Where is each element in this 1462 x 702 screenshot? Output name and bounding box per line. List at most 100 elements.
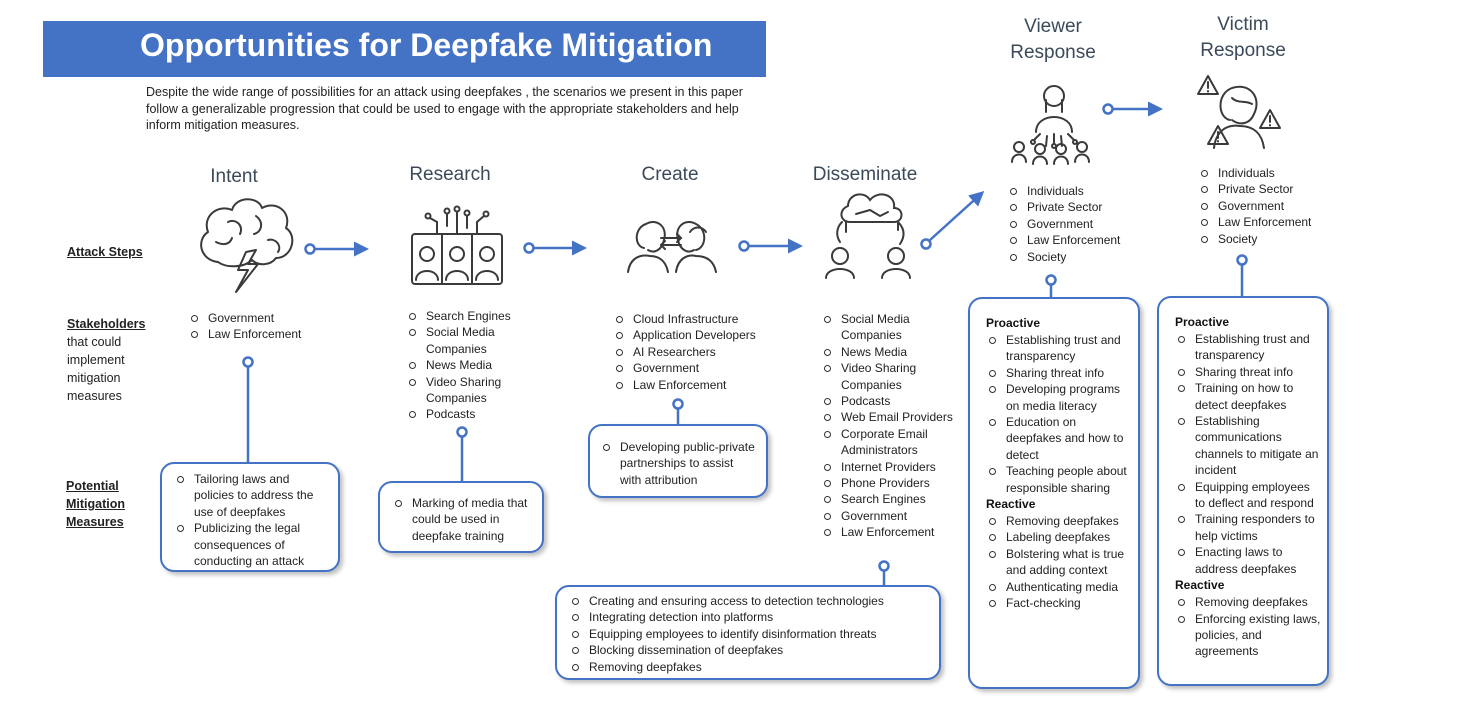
list-item: News Media bbox=[821, 344, 971, 360]
list-item: Web Email Providers bbox=[821, 409, 971, 425]
viewer-mitigation-box: Proactive Establishing trust and transpa… bbox=[968, 297, 1140, 689]
list-item: Blocking dissemination of deepfakes bbox=[569, 642, 931, 658]
mitigation-label-line1: Potential bbox=[66, 479, 119, 493]
page-title: Opportunities for Deepfake Mitigation bbox=[140, 27, 713, 63]
list-item: Private Sector bbox=[1007, 199, 1147, 215]
person-warning-icon bbox=[1197, 75, 1281, 149]
mitigation-label-line3: Measures bbox=[66, 515, 124, 529]
stage-disseminate-title: Disseminate bbox=[812, 164, 918, 185]
research-measure-list: Marking of media that could be used in d… bbox=[392, 495, 534, 544]
intro-text: Despite the wide range of possibilities … bbox=[146, 85, 743, 132]
list-item: Corporate Email Administrators bbox=[821, 426, 971, 459]
list-item: Establishing trust and transparency bbox=[986, 332, 1132, 365]
list-item: AI Researchers bbox=[613, 344, 783, 360]
list-item: Training responders to help victims bbox=[1175, 511, 1321, 544]
row-label-attack-steps: Attack Steps bbox=[67, 243, 143, 261]
list-item: Creating and ensuring access to detectio… bbox=[569, 593, 931, 609]
row-label-stakeholders: Stakeholders that could implement mitiga… bbox=[67, 315, 157, 405]
flow-arrows bbox=[304, 101, 1163, 257]
research-mitigation-box: Marking of media that could be used in d… bbox=[378, 481, 544, 553]
stage-research-title: Research bbox=[409, 164, 491, 185]
list-item: Government bbox=[821, 508, 971, 524]
viewer-proactive-list: Establishing trust and transparency Shar… bbox=[986, 332, 1132, 496]
list-item: Podcasts bbox=[406, 406, 536, 422]
list-item: Individuals bbox=[1198, 165, 1338, 181]
face-swap-icon bbox=[627, 221, 717, 273]
list-item: Video Sharing Companies bbox=[821, 360, 971, 393]
box-connectors bbox=[242, 254, 1248, 585]
stage-viewer-title: Viewer Response bbox=[1010, 16, 1096, 63]
viewer-stakeholder-list: Individuals Private Sector Government La… bbox=[1007, 183, 1147, 265]
list-item: Education on deepfakes and how to detect bbox=[986, 414, 1132, 463]
victim-proactive-heading: Proactive bbox=[1175, 315, 1230, 329]
viewer-proactive-heading: Proactive bbox=[986, 316, 1041, 330]
list-item: Search Engines bbox=[821, 491, 971, 507]
list-item: Marking of media that could be used in d… bbox=[392, 495, 534, 544]
list-item: Podcasts bbox=[821, 393, 971, 409]
list-item: Law Enforcement bbox=[821, 524, 971, 540]
list-item: Individuals bbox=[1007, 183, 1147, 199]
list-item: Government bbox=[1007, 216, 1147, 232]
list-item: Removing deepfakes bbox=[986, 513, 1132, 529]
list-item: Phone Providers bbox=[821, 475, 971, 491]
list-item: Government bbox=[613, 360, 783, 376]
create-measure-list: Developing public-private partnerships t… bbox=[600, 439, 758, 488]
mitigation-label-line2: Mitigation bbox=[66, 497, 126, 511]
stakeholders-label-rest: that could implement mitigation measures bbox=[67, 335, 125, 403]
victim-reactive-heading: Reactive bbox=[1175, 578, 1225, 593]
list-item: Tailoring laws and policies to address t… bbox=[174, 471, 330, 520]
title-banner bbox=[43, 21, 766, 77]
intent-mitigation-box: Tailoring laws and policies to address t… bbox=[160, 462, 340, 572]
list-item: Society bbox=[1198, 231, 1338, 247]
list-item: Publicizing the legal consequences of co… bbox=[174, 520, 330, 569]
list-item: Sharing threat info bbox=[986, 365, 1132, 381]
disseminate-measure-list: Creating and ensuring access to detectio… bbox=[569, 593, 931, 675]
audience-icon bbox=[1011, 85, 1090, 165]
brain-lightning-icon bbox=[200, 198, 294, 293]
disseminate-stakeholder-list: Social Media Companies News Media Video … bbox=[821, 311, 971, 541]
list-item: Enforcing existing laws, policies, and a… bbox=[1175, 611, 1321, 660]
stage-victim-title: Victim Response bbox=[1200, 14, 1286, 61]
stage-create-title: Create bbox=[641, 164, 699, 185]
list-item: News Media bbox=[406, 357, 536, 373]
victim-proactive-list: Establishing trust and transparency Shar… bbox=[1175, 331, 1321, 577]
list-item: Application Developers bbox=[613, 327, 783, 343]
list-item: Labeling deepfakes bbox=[986, 529, 1132, 545]
stakeholders-label: Stakeholders bbox=[67, 317, 146, 331]
list-item: Fact-checking bbox=[986, 595, 1132, 611]
list-item: Government bbox=[1198, 198, 1338, 214]
list-item: Removing deepfakes bbox=[1175, 594, 1321, 610]
list-item: Establishing communications channels to … bbox=[1175, 413, 1321, 479]
list-item: Social Media Companies bbox=[821, 311, 971, 344]
list-item: Society bbox=[1007, 249, 1147, 265]
stage-intent-title: Intent bbox=[210, 166, 258, 187]
list-item: Internet Providers bbox=[821, 459, 971, 475]
list-item: Private Sector bbox=[1198, 181, 1338, 197]
cloud-share-icon bbox=[825, 193, 911, 279]
attack-steps-label: Attack Steps bbox=[67, 245, 143, 259]
list-item: Establishing trust and transparency bbox=[1175, 331, 1321, 364]
list-item: Search Engines bbox=[406, 308, 536, 324]
list-item: Law Enforcement bbox=[1198, 214, 1338, 230]
list-item: Law Enforcement bbox=[188, 326, 338, 342]
list-item: Law Enforcement bbox=[613, 377, 783, 393]
list-item: Equipping employees to deflect and respo… bbox=[1175, 479, 1321, 512]
create-mitigation-box: Developing public-private partnerships t… bbox=[588, 424, 768, 498]
list-item: Law Enforcement bbox=[1007, 232, 1147, 248]
people-network-icon bbox=[411, 205, 503, 285]
list-item: Government bbox=[188, 310, 338, 326]
list-item: Teaching people about responsible sharin… bbox=[986, 463, 1132, 496]
list-item: Developing programs on media literacy bbox=[986, 381, 1132, 414]
list-item: Social Media Companies bbox=[406, 324, 536, 357]
list-item: Video Sharing Companies bbox=[406, 374, 536, 407]
viewer-reactive-heading: Reactive bbox=[986, 497, 1036, 512]
list-item: Training on how to detect deepfakes bbox=[1175, 380, 1321, 413]
list-item: Integrating detection into platforms bbox=[569, 609, 931, 625]
create-stakeholder-list: Cloud Infrastructure Application Develop… bbox=[613, 311, 783, 393]
intent-measure-list: Tailoring laws and policies to address t… bbox=[174, 471, 330, 569]
list-item: Authenticating media bbox=[986, 579, 1132, 595]
research-stakeholder-list: Search Engines Social Media Companies Ne… bbox=[406, 308, 536, 423]
list-item: Removing deepfakes bbox=[569, 659, 931, 675]
list-item: Enacting laws to address deepfakes bbox=[1175, 544, 1321, 577]
